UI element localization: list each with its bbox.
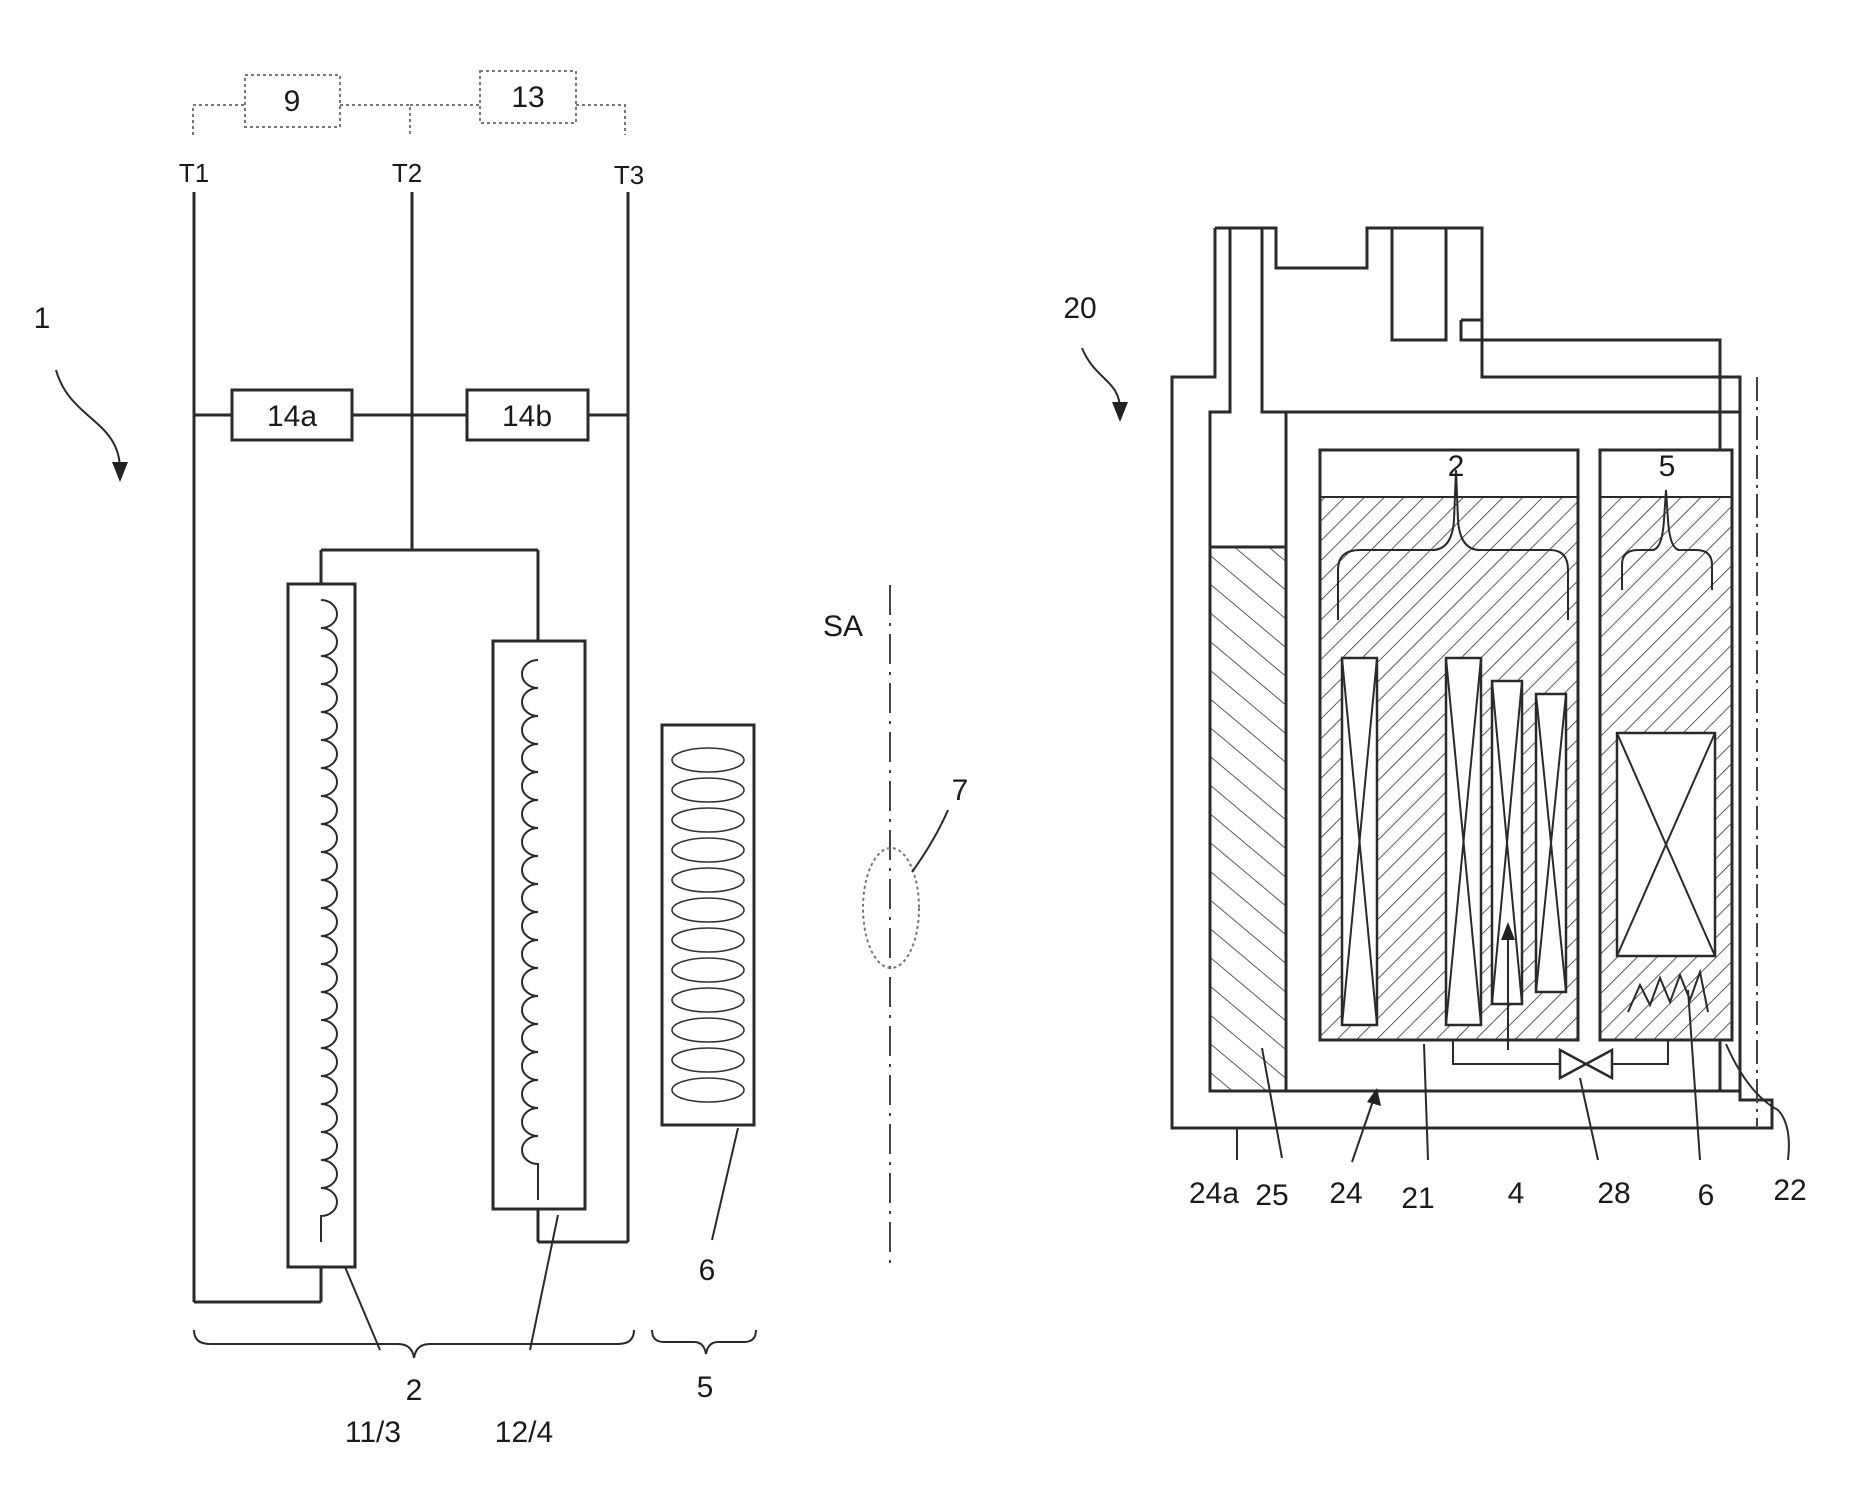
coil-12-4-leader [530, 1215, 558, 1350]
valve-pipe-left [1453, 1040, 1560, 1064]
main-coil-center [1446, 658, 1481, 1025]
brace-shim-group [652, 1330, 756, 1354]
terminal-t2-label: T2 [392, 158, 422, 188]
region-7-label: 7 [952, 774, 969, 807]
region-7-leader [912, 810, 948, 872]
figure-20-arrowhead [1112, 402, 1128, 422]
shim-6-leader [712, 1128, 738, 1240]
label-22: 22 [1773, 1174, 1806, 1207]
valve-pipe-right [1612, 1040, 1668, 1064]
valve-28-right [1586, 1050, 1612, 1078]
figure-1-ref: 1 [34, 302, 51, 335]
coil-11-3-frame [288, 584, 355, 1267]
magnet-label-right: 2 [1448, 450, 1465, 483]
label-6: 6 [1698, 1179, 1715, 1212]
figure-20-arrow [1082, 348, 1120, 410]
controller-connections: 9 13 [193, 71, 625, 135]
neck-inner-left [1392, 228, 1446, 340]
magnet-group-label: 2 [406, 1374, 423, 1407]
figure-1-arrow [56, 370, 120, 470]
resistor-14a-label: 14a [267, 400, 317, 433]
label-24: 24 [1329, 1177, 1362, 1210]
label-21: 21 [1401, 1182, 1434, 1215]
label-25: 25 [1255, 1179, 1288, 1212]
figure-20-ref: 20 [1063, 292, 1096, 325]
coil-12-4-label: 12/4 [495, 1416, 553, 1449]
coil-11-3-label: 11/3 [345, 1416, 401, 1449]
left-circuit-figure: 9 13 T1 T2 T3 14a 14b [34, 71, 969, 1449]
controller-label-9: 9 [284, 85, 301, 118]
coil-12-4-frame [493, 641, 585, 1209]
valve-28-left [1560, 1050, 1586, 1078]
brace-magnet [194, 1330, 634, 1358]
main-coil-left [1342, 658, 1377, 1025]
leader-24 [1352, 1098, 1374, 1162]
terminal-t3-label: T3 [614, 160, 644, 190]
shim-group-label: 5 [697, 1371, 714, 1404]
shim-coil-6-label: 6 [699, 1254, 716, 1287]
resistor-14b-label: 14b [502, 400, 552, 433]
axis-label-sa: SA [823, 610, 863, 643]
leader-21 [1424, 1044, 1428, 1160]
coil-right-small [1536, 694, 1566, 992]
label-24a: 24a [1189, 1177, 1239, 1210]
terminal-t1-label: T1 [179, 158, 209, 188]
coil-11-3-leader [345, 1267, 380, 1350]
right-cryostat-figure: 20 [1063, 228, 1806, 1215]
label-28: 28 [1597, 1177, 1630, 1210]
shim-label-right: 5 [1659, 450, 1676, 483]
label-4: 4 [1508, 1177, 1525, 1210]
controller-label-13: 13 [511, 81, 544, 114]
cryogen-reservoir-25 [1210, 547, 1286, 1091]
shim-coil-6 [1617, 733, 1715, 956]
figure-1-arrowhead [112, 462, 128, 482]
